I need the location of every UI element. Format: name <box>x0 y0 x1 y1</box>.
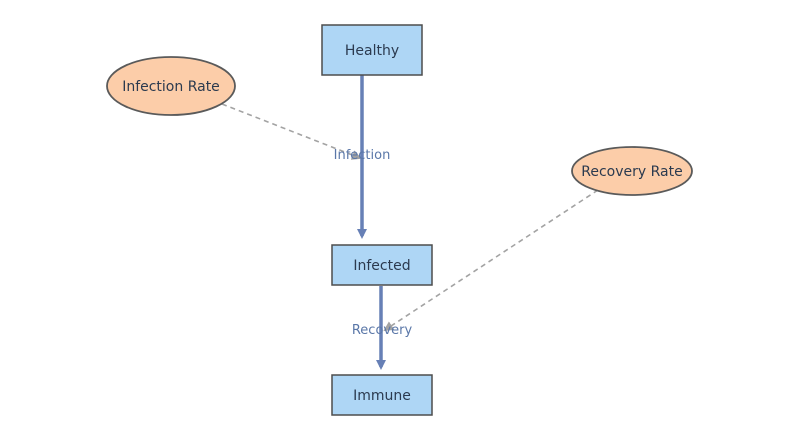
stock-immune-label: Immune <box>353 388 411 404</box>
aux-infection-rate[interactable]: Infection Rate <box>106 56 236 116</box>
link-recovery-rate-to-recovery <box>383 189 599 332</box>
stock-healthy[interactable]: Healthy <box>321 24 423 76</box>
link-infection-rate-to-infection <box>221 103 362 160</box>
stock-immune[interactable]: Immune <box>331 374 433 416</box>
aux-recovery-rate[interactable]: Recovery Rate <box>571 146 693 196</box>
stock-infected[interactable]: Infected <box>331 244 433 286</box>
stock-infected-label: Infected <box>353 258 410 274</box>
stock-healthy-label: Healthy <box>345 43 399 59</box>
flow-label-infection: Infection <box>334 148 391 163</box>
aux-infection-rate-label: Infection Rate <box>122 79 220 95</box>
aux-recovery-rate-label: Recovery Rate <box>581 164 682 180</box>
flow-label-recovery: Recovery <box>352 323 413 338</box>
